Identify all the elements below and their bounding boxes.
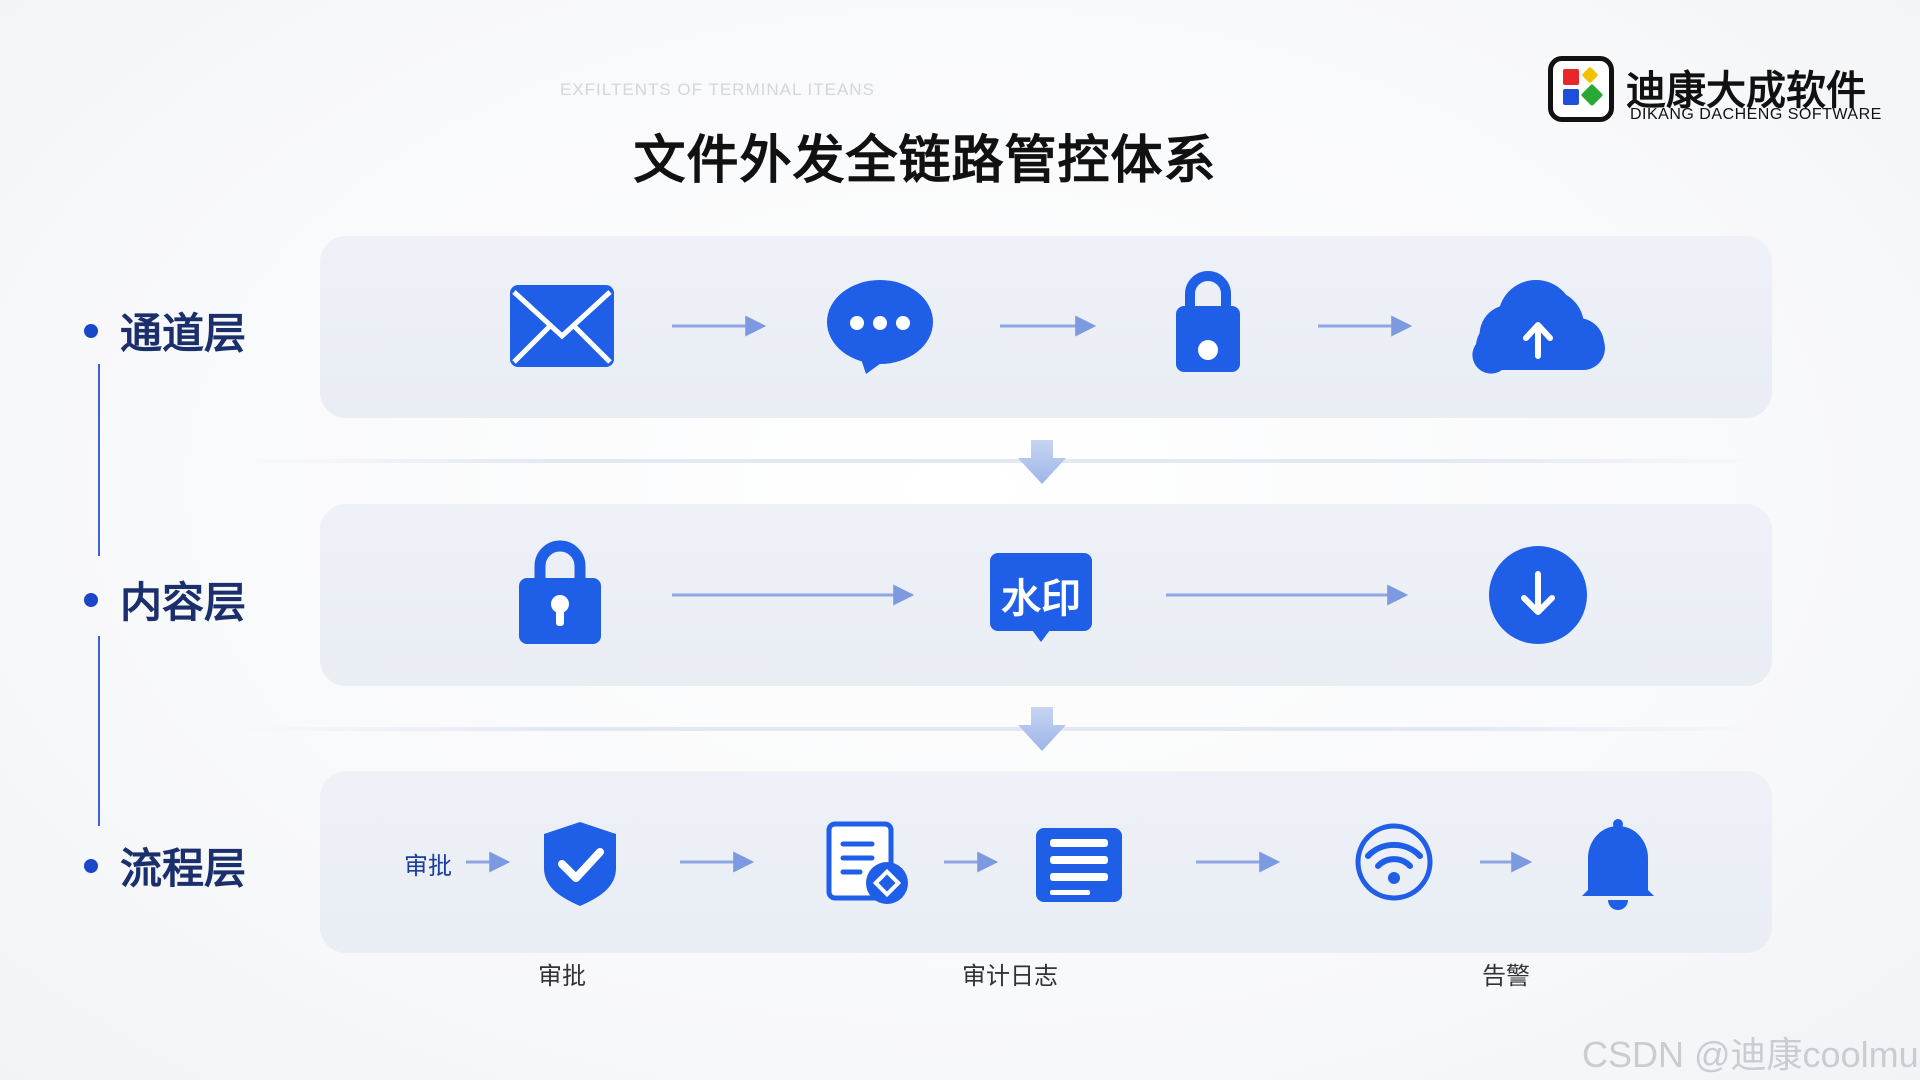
timeline-dot: [84, 592, 98, 607]
caption-approval: 审批: [538, 962, 586, 990]
faint-subtitle: EXFILTENTS OF TERMINAL ITEANS: [560, 80, 875, 99]
csdn-watermark: CSDN @迪康coolmu: [1582, 1034, 1919, 1075]
diagram-title: 文件外发全链路管控体系: [633, 131, 1217, 191]
download-circle-icon: [1489, 546, 1587, 644]
chat-bubble-icon: [827, 280, 933, 374]
layer-label-channel: 通道层: [84, 300, 246, 361]
layer-label-content: 内容层: [84, 569, 246, 630]
watermark-badge-label: 水印: [1001, 576, 1081, 622]
timeline-line-lower: [98, 636, 100, 826]
logo-glyph-icon: [1563, 67, 1603, 106]
layer-down-arrow: [1018, 440, 1066, 484]
brand-english-name: DIKANG DACHENG SOFTWARE: [1630, 106, 1882, 123]
brand-logo: 迪康大成软件 DIKANG DACHENG SOFTWARE: [1548, 56, 1888, 126]
watermark-badge-icon: [990, 553, 1092, 642]
layer-label-text: 通道层: [120, 309, 247, 358]
document-audit-icon: [826, 821, 908, 904]
caption-audit-log: 审计日志: [962, 962, 1058, 990]
shield-check-icon: [544, 822, 616, 906]
wireless-signal-icon: [1355, 823, 1433, 901]
brand-name: 迪康大成软件: [1626, 68, 1866, 114]
layer-down-arrow: [1018, 707, 1066, 751]
keyhole-lock-icon: [519, 540, 601, 644]
layer-separator: [240, 727, 1772, 731]
inline-approval-label: 审批: [404, 852, 452, 880]
timeline-dot: [84, 323, 98, 338]
layer-label-text: 流程层: [120, 844, 247, 893]
timeline-dot: [84, 858, 98, 873]
bell-icon: [1582, 819, 1654, 910]
layer-separator: [240, 459, 1772, 463]
cloud-upload-icon: [1472, 280, 1606, 374]
padlock-icon: [1176, 271, 1240, 372]
layer-label-text: 内容层: [120, 578, 247, 627]
envelope-icon: [510, 285, 614, 367]
caption-alert: 告警: [1482, 962, 1530, 990]
log-list-icon: [1036, 828, 1122, 902]
timeline-line-upper: [98, 364, 100, 556]
layer-label-process: 流程层: [84, 835, 246, 896]
brand-logo-mark: [1548, 56, 1614, 122]
